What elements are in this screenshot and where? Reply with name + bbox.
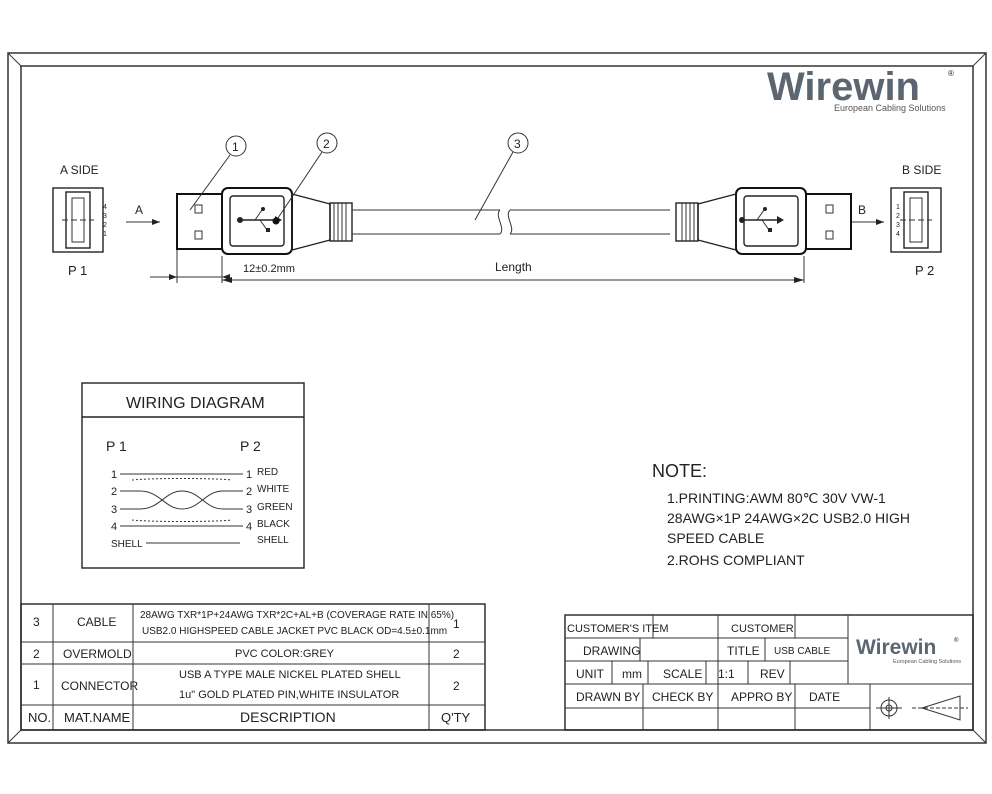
svg-text:UNIT: UNIT	[576, 667, 605, 681]
svg-text:3: 3	[103, 213, 107, 220]
svg-text:28AWG TXR*1P+24AWG TXR*2C+AL+B: 28AWG TXR*1P+24AWG TXR*2C+AL+B (COVERAGE…	[140, 610, 454, 621]
svg-text:RED: RED	[257, 467, 278, 478]
svg-text:CABLE: CABLE	[77, 615, 116, 629]
svg-text:CUSTOMER'S ITEM: CUSTOMER'S ITEM	[567, 623, 669, 635]
svg-text:3: 3	[246, 504, 252, 516]
svg-text:2: 2	[896, 213, 900, 220]
svg-text:3: 3	[896, 222, 900, 229]
svg-text:SPEED CABLE: SPEED CABLE	[667, 530, 764, 546]
svg-text:4: 4	[896, 231, 900, 238]
arrow-a-label: A	[135, 203, 143, 217]
svg-text:CUSTOMER: CUSTOMER	[731, 623, 794, 635]
callout-2: 2	[323, 137, 330, 151]
callout-3: 3	[514, 137, 521, 151]
svg-text:2: 2	[246, 486, 252, 498]
dimensions: 12±0.2mm Length	[150, 250, 805, 283]
svg-text:PVC COLOR:GREY: PVC COLOR:GREY	[235, 648, 335, 660]
projection-symbol	[876, 695, 968, 721]
bom-table: 3 CABLE 28AWG TXR*1P+24AWG TXR*2C+AL+B (…	[20, 603, 486, 731]
svg-text:P 2: P 2	[240, 438, 261, 454]
svg-text:1: 1	[896, 204, 900, 211]
brand-logo: Wirewin ® European Cabling Solutions	[767, 65, 954, 113]
svg-text:1.PRINTING:AWM 80℃ 30V VW-1: 1.PRINTING:AWM 80℃ 30V VW-1	[667, 490, 886, 506]
note-title: NOTE:	[652, 461, 707, 481]
wiring-diagram: WIRING DIAGRAM P 1 P 2 1 2 3 4 1 2 3 4 R…	[81, 382, 305, 569]
svg-text:GREEN: GREEN	[257, 502, 293, 513]
a-connector	[176, 187, 353, 255]
cable	[352, 209, 670, 235]
svg-text:®: ®	[948, 69, 954, 78]
svg-text:1: 1	[33, 678, 40, 692]
svg-text:4: 4	[103, 204, 107, 211]
svg-text:BLACK: BLACK	[257, 519, 290, 530]
svg-text:NO.: NO.	[28, 710, 51, 725]
dim-12mm: 12±0.2mm	[243, 263, 295, 275]
svg-text:1u" GOLD PLATED PIN,WHITE INSU: 1u" GOLD PLATED PIN,WHITE INSULATOR	[179, 689, 399, 701]
p2-label: P 2	[915, 263, 934, 278]
dim-length: Length	[495, 260, 532, 274]
svg-text:mm: mm	[622, 667, 642, 681]
svg-text:28AWG×1P 24AWG×2C USB2.0: 28AWG×1P 24AWG×2C USB2.0 HIGH	[667, 510, 910, 526]
brand-tagline-small: European Cabling Solutions	[893, 659, 961, 665]
svg-text:USB A TYPE MALE NICKEL PLATED: USB A TYPE MALE NICKEL PLATED SHELL	[179, 669, 401, 681]
b-connector	[675, 187, 852, 255]
svg-text:CHECK BY: CHECK BY	[652, 690, 713, 704]
a-side-face: A SIDE 4 3 2 1 P 1	[52, 163, 107, 278]
svg-text:USB CABLE: USB CABLE	[774, 646, 830, 657]
arrow-b-label: B	[858, 203, 866, 217]
svg-text:Q'TY: Q'TY	[441, 710, 471, 725]
callout-1: 1	[232, 140, 239, 154]
svg-text:MAT.NAME: MAT.NAME	[64, 710, 131, 725]
svg-text:3: 3	[111, 504, 117, 516]
svg-text:WHITE: WHITE	[257, 484, 290, 495]
usb-icon-b	[739, 207, 784, 232]
a-side-label: A SIDE	[60, 163, 99, 177]
callouts: 1 2 3	[189, 132, 529, 221]
wiring-title: WIRING DIAGRAM	[126, 395, 265, 412]
title-block: CUSTOMER'S ITEM CUSTOMER DRAWING TITLE U…	[564, 614, 974, 731]
brand-tagline: European Cabling Solutions	[834, 103, 946, 113]
brand-name: Wirewin	[767, 65, 920, 109]
b-side-label: B SIDE	[902, 163, 941, 177]
p1-label: P 1	[68, 263, 87, 278]
svg-text:DRAWING: DRAWING	[583, 644, 641, 658]
svg-text:2: 2	[453, 679, 460, 693]
svg-text:TITLE: TITLE	[727, 644, 760, 658]
note: NOTE: 1.PRINTING:AWM 80℃ 30V VW-1 28AWG×…	[652, 461, 910, 568]
svg-text:DESCRIPTION: DESCRIPTION	[240, 709, 336, 725]
brand-name-small: Wirewin	[856, 636, 936, 659]
svg-text:SCALE: SCALE	[663, 667, 702, 681]
outer-frame	[7, 52, 987, 744]
svg-text:2: 2	[453, 647, 460, 661]
inner-frame	[20, 65, 974, 731]
svg-text:3: 3	[33, 615, 40, 629]
svg-text:2: 2	[33, 647, 40, 661]
svg-text:REV: REV	[760, 667, 785, 681]
svg-text:®: ®	[954, 637, 959, 644]
svg-text:USB2.0 HIGHSPEED CABLE JACK: USB2.0 HIGHSPEED CABLE JACKET PVC BLACK …	[142, 626, 447, 637]
svg-text:2.ROHS COMPLIANT: 2.ROHS COMPLIANT	[667, 552, 805, 568]
svg-text:DATE: DATE	[809, 690, 840, 704]
svg-text:P 1: P 1	[106, 438, 127, 454]
svg-text:1: 1	[453, 617, 460, 631]
svg-text:APPRO BY: APPRO BY	[731, 690, 792, 704]
svg-text:DRAWN BY: DRAWN BY	[576, 690, 640, 704]
svg-text:CONNECTOR: CONNECTOR	[61, 679, 138, 693]
svg-text:4: 4	[111, 521, 117, 533]
svg-text:OVERMOLD: OVERMOLD	[63, 647, 132, 661]
svg-text:1:1: 1:1	[718, 667, 735, 681]
svg-text:2: 2	[111, 486, 117, 498]
svg-text:4: 4	[246, 521, 252, 533]
svg-text:2: 2	[103, 222, 107, 229]
svg-text:1: 1	[111, 469, 117, 481]
svg-text:1: 1	[246, 469, 252, 481]
svg-text:SHELL: SHELL	[111, 539, 143, 550]
svg-text:SHELL: SHELL	[257, 535, 289, 546]
svg-text:1: 1	[103, 231, 107, 238]
b-side-face: B SIDE 1 2 3 4 P 2	[890, 163, 942, 278]
